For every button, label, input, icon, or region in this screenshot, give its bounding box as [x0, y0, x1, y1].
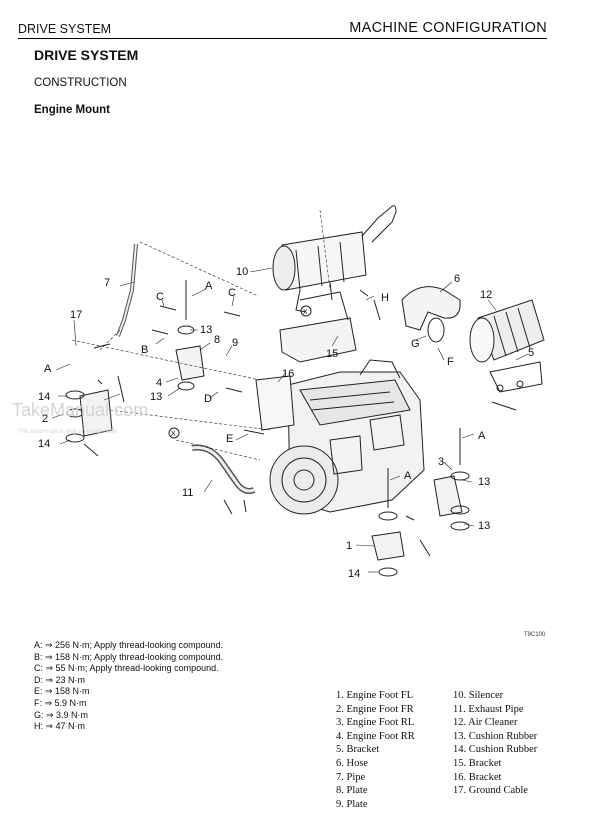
exhaust-pipe-drawing	[191, 444, 256, 515]
callout-10: 10	[236, 266, 248, 278]
dashed-alignment-lines	[71, 209, 331, 461]
marker-x-label-2: X	[171, 431, 176, 438]
callout-17: 17	[70, 309, 82, 321]
section-title: CONSTRUCTION	[34, 77, 127, 89]
silencer-drawing	[272, 205, 397, 313]
watermark-sub: The watermark is only on the preview	[18, 429, 118, 435]
bracket-15-drawing	[279, 291, 357, 363]
torque-spec-f: F: ⇒ 5.9 N·m	[34, 697, 87, 708]
callout-6: 6	[454, 273, 460, 285]
pipe-7-drawing	[116, 243, 138, 337]
torque-spec-d: D: ⇒ 23 N·m	[34, 674, 86, 685]
parts-list-item: 6. Hose	[336, 757, 369, 769]
parts-list-item: 10. Silencer	[453, 690, 504, 701]
parts-list-item: 3. Engine Foot RL	[336, 717, 415, 729]
callout-8: 8	[214, 334, 220, 346]
torque-spec-a: A: ⇒ 256 N·m; Apply thread-looking compo…	[34, 640, 224, 650]
parts-list-item: 4. Engine Foot RR	[336, 730, 415, 742]
parts-list-item: 5. Bracket	[336, 744, 380, 756]
callout-c-1: C	[156, 291, 164, 303]
parts-list-item: 1. Engine Foot FL	[336, 690, 414, 701]
callout-3: 3	[438, 456, 444, 468]
callout-c-2: C	[228, 287, 236, 299]
subsection-title: Engine Mount	[34, 104, 111, 116]
callout-4: 4	[156, 377, 162, 389]
parts-list-item: 14. Cushion Rubber	[453, 744, 538, 756]
figure-code: T9C100	[524, 632, 546, 638]
torque-spec-c: C: ⇒ 55 N·m; Apply thread-looking compou…	[34, 663, 219, 674]
torque-spec-b: B: ⇒ 158 N·m; Apply thread-looking compo…	[34, 651, 224, 662]
callout-e: E	[226, 433, 233, 445]
engine-block-drawing	[255, 359, 425, 515]
parts-list-item: 9. Plate	[336, 798, 368, 810]
callout-13-b: 13	[150, 391, 162, 403]
parts-list-column-2: 10. Silencer 11. Exhaust Pipe 12. Air Cl…	[453, 689, 537, 798]
callout-f: F	[447, 356, 454, 368]
torque-spec-g: G: ⇒ 3.9 N·m	[34, 709, 89, 720]
callout-g: G	[411, 338, 420, 350]
header-chapter-title: MACHINE CONFIGURATION	[349, 20, 547, 36]
bolts-drawing	[83, 280, 517, 557]
marker-x-label-1: X	[303, 309, 308, 316]
callout-16: 16	[282, 368, 294, 380]
parts-list-item: 17. Ground Cable	[453, 785, 528, 797]
parts-list-item: 11. Exhaust Pipe	[453, 703, 524, 715]
callout-5: 5	[528, 347, 534, 359]
callout-13-d: 13	[478, 520, 490, 532]
callout-a-1: A	[205, 280, 213, 292]
parts-list-item: 13. Cushion Rubber	[453, 730, 538, 742]
watermark-main: TakeManual.com	[12, 400, 148, 420]
callout-13-a: 13	[200, 324, 212, 336]
leader-lines	[51, 267, 529, 573]
callout-14-a: 14	[38, 391, 50, 403]
callout-14-b: 14	[38, 438, 50, 450]
callout-15: 15	[326, 348, 338, 360]
callout-2: 2	[42, 413, 48, 425]
torque-spec-list: A: ⇒ 256 N·m; Apply thread-looking compo…	[34, 640, 223, 733]
callout-a-2: A	[44, 363, 52, 375]
parts-list-item: 12. Air Cleaner	[453, 717, 518, 729]
marker-x-circle-2	[168, 427, 180, 439]
page-title: DRIVE SYSTEM	[34, 47, 139, 63]
parts-list-item: 2. Engine Foot FR	[336, 703, 414, 715]
callout-a-3: A	[478, 430, 486, 442]
torque-spec-h: H: ⇒ 47 N·m	[34, 721, 86, 732]
parts-list-column-1: 1. Engine Foot FL 2. Engine Foot FR 3. E…	[336, 689, 415, 811]
engine-feet-drawing	[79, 345, 463, 561]
callout-d: D	[204, 393, 212, 405]
callout-11: 11	[182, 487, 193, 499]
header-section-title: DRIVE SYSTEM	[18, 22, 112, 36]
callout-14-c: 14	[348, 568, 360, 580]
callout-12: 12	[480, 289, 492, 301]
callout-a-4: A	[404, 470, 412, 482]
air-cleaner-drawing	[401, 286, 545, 393]
callout-7: 7	[104, 277, 110, 289]
callout-13-c: 13	[478, 476, 490, 488]
callout-b: B	[141, 344, 148, 356]
torque-spec-e: E: ⇒ 158 N·m	[34, 686, 90, 697]
callout-1: 1	[346, 540, 352, 552]
parts-list-item: 7. Pipe	[336, 771, 366, 783]
parts-list-item: 8. Plate	[336, 785, 368, 797]
marker-x-circle-1	[300, 305, 312, 317]
callout-h: H	[381, 292, 389, 304]
callout-9: 9	[232, 337, 238, 349]
parts-list-item: 16. Bracket	[453, 771, 502, 783]
parts-list-item: 15. Bracket	[453, 757, 502, 769]
header-rule	[18, 38, 547, 39]
